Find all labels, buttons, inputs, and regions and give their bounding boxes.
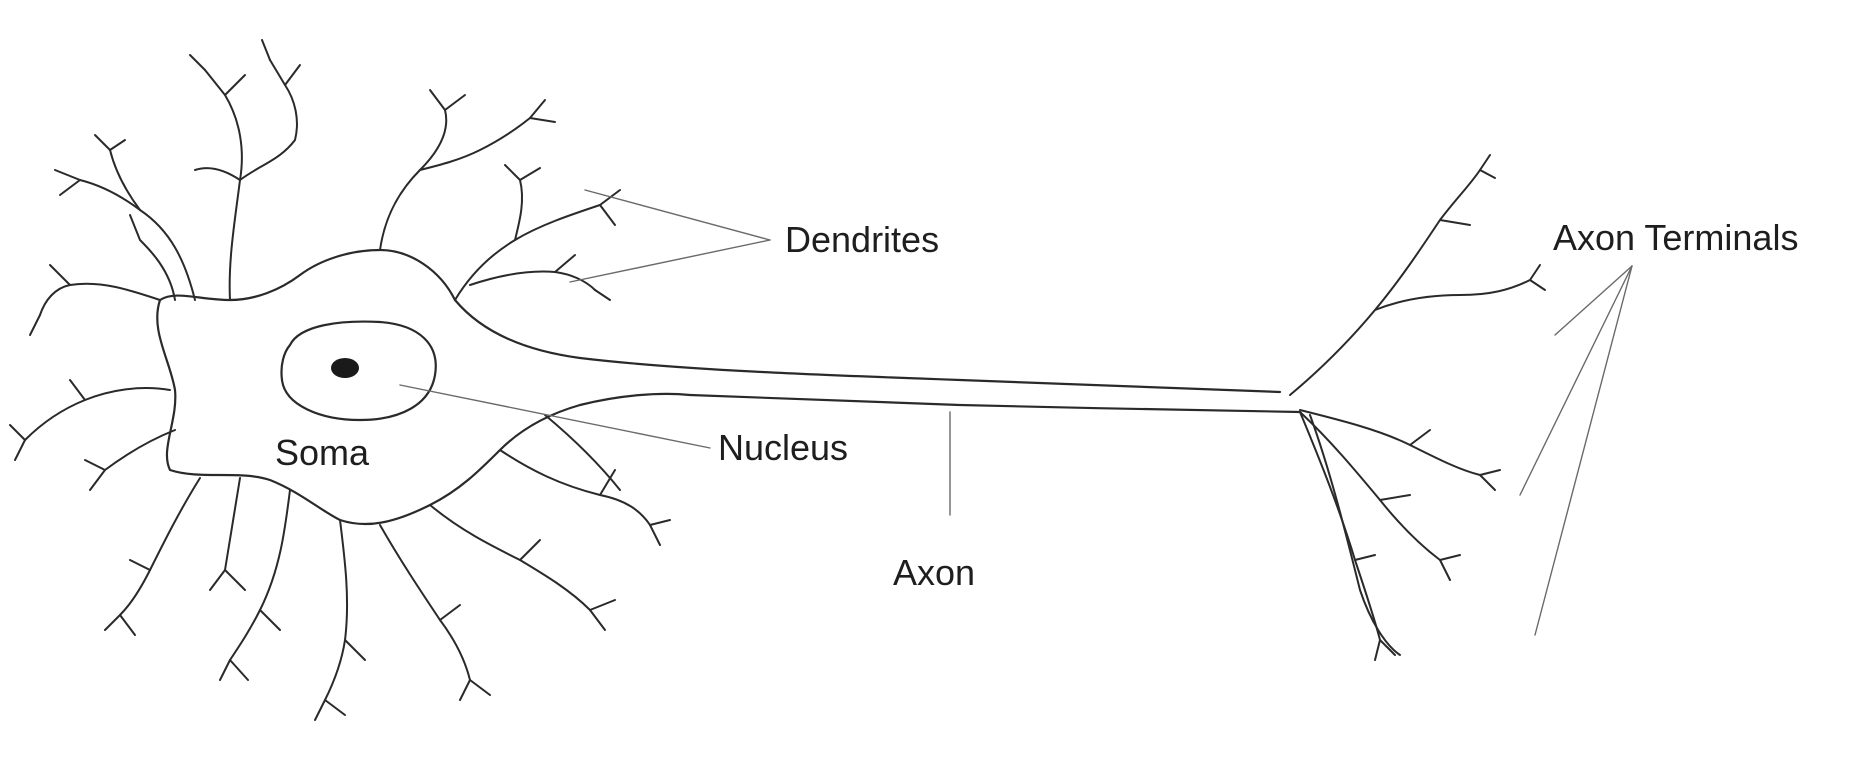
leader-lines [400, 190, 1632, 635]
dendrites-group [10, 40, 670, 720]
label-nucleus: Nucleus [718, 427, 848, 468]
leader-dendrites-upper [585, 190, 770, 240]
leader-terminals-2 [1520, 266, 1632, 495]
leader-terminals-1 [1555, 266, 1632, 335]
soma-body [157, 250, 1300, 524]
label-dendrites: Dendrites [785, 219, 939, 260]
nucleus-shape [281, 322, 435, 420]
nucleolus [331, 358, 359, 378]
label-soma: Soma [275, 432, 370, 473]
leader-terminals-3 [1535, 266, 1632, 635]
leader-dendrites-lower [570, 240, 770, 282]
axon-terminals-group [1290, 155, 1545, 660]
label-axon: Axon [893, 552, 975, 593]
label-axon-terminals: Axon Terminals [1553, 217, 1798, 258]
